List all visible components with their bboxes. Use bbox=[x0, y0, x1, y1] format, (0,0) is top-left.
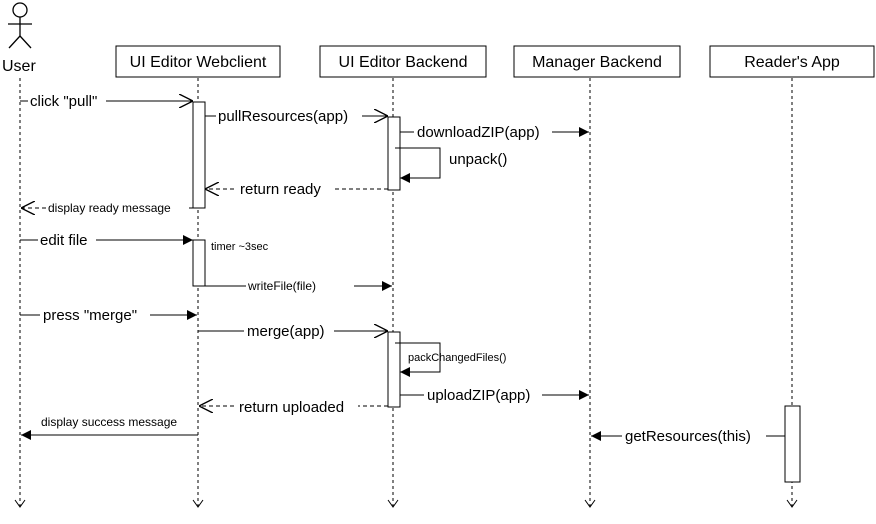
msg-unpack-arrow bbox=[395, 147, 441, 183]
editor-backend-lifeline-end-icon bbox=[387, 499, 399, 508]
readers-app-box bbox=[709, 45, 875, 78]
msg-upload-zip-label: uploadZIP(app) bbox=[427, 387, 530, 404]
msg-click-pull-label: click "pull" bbox=[30, 93, 97, 110]
manager-backend-box bbox=[513, 45, 681, 78]
msg-download-zip-label: downloadZIP(app) bbox=[417, 124, 540, 141]
msg-pack-changed-files-label: packChangedFiles() bbox=[408, 352, 506, 364]
msg-return-ready-label: return ready bbox=[240, 181, 321, 198]
webclient-label: UI Editor Webclient bbox=[130, 54, 267, 71]
user-actor-icon bbox=[8, 2, 32, 49]
msg-write-file-label: writeFile(file) bbox=[247, 279, 316, 293]
msg-return-uploaded-label: return uploaded bbox=[239, 399, 344, 416]
webclient-activation-1 bbox=[192, 101, 206, 209]
msg-get-resources-label: getResources(this) bbox=[625, 428, 751, 445]
editor-backend-label: UI Editor Backend bbox=[339, 54, 468, 71]
msg-edit-file-label: edit file bbox=[40, 232, 88, 249]
msg-pack-changed-files-arrow bbox=[395, 342, 441, 377]
user-lifeline-end-icon bbox=[14, 499, 26, 508]
readers-app-lifeline-end-icon bbox=[786, 499, 798, 508]
editor-backend-box bbox=[319, 45, 487, 78]
readers-app-activation bbox=[784, 405, 801, 483]
readers-app-label: Reader's App bbox=[744, 54, 840, 71]
webclient-lifeline-end-icon bbox=[192, 499, 204, 508]
webclient-activation-2 bbox=[192, 239, 206, 287]
manager-backend-lifeline-end-icon bbox=[584, 499, 596, 508]
msg-display-success-label: display success message bbox=[41, 415, 177, 429]
editor-backend-activation-1 bbox=[387, 116, 401, 191]
msg-timer-label: timer ~3sec bbox=[211, 241, 269, 253]
msg-unpack-label: unpack() bbox=[449, 151, 507, 168]
webclient-box bbox=[115, 45, 281, 78]
msg-merge-label: merge(app) bbox=[247, 323, 325, 340]
user-actor-label: User bbox=[2, 58, 36, 75]
msg-display-ready-label: display ready message bbox=[48, 201, 171, 215]
msg-pull-resources-label: pullResources(app) bbox=[218, 108, 348, 125]
msg-press-merge-label: press "merge" bbox=[43, 307, 137, 324]
manager-backend-label: Manager Backend bbox=[532, 54, 662, 71]
